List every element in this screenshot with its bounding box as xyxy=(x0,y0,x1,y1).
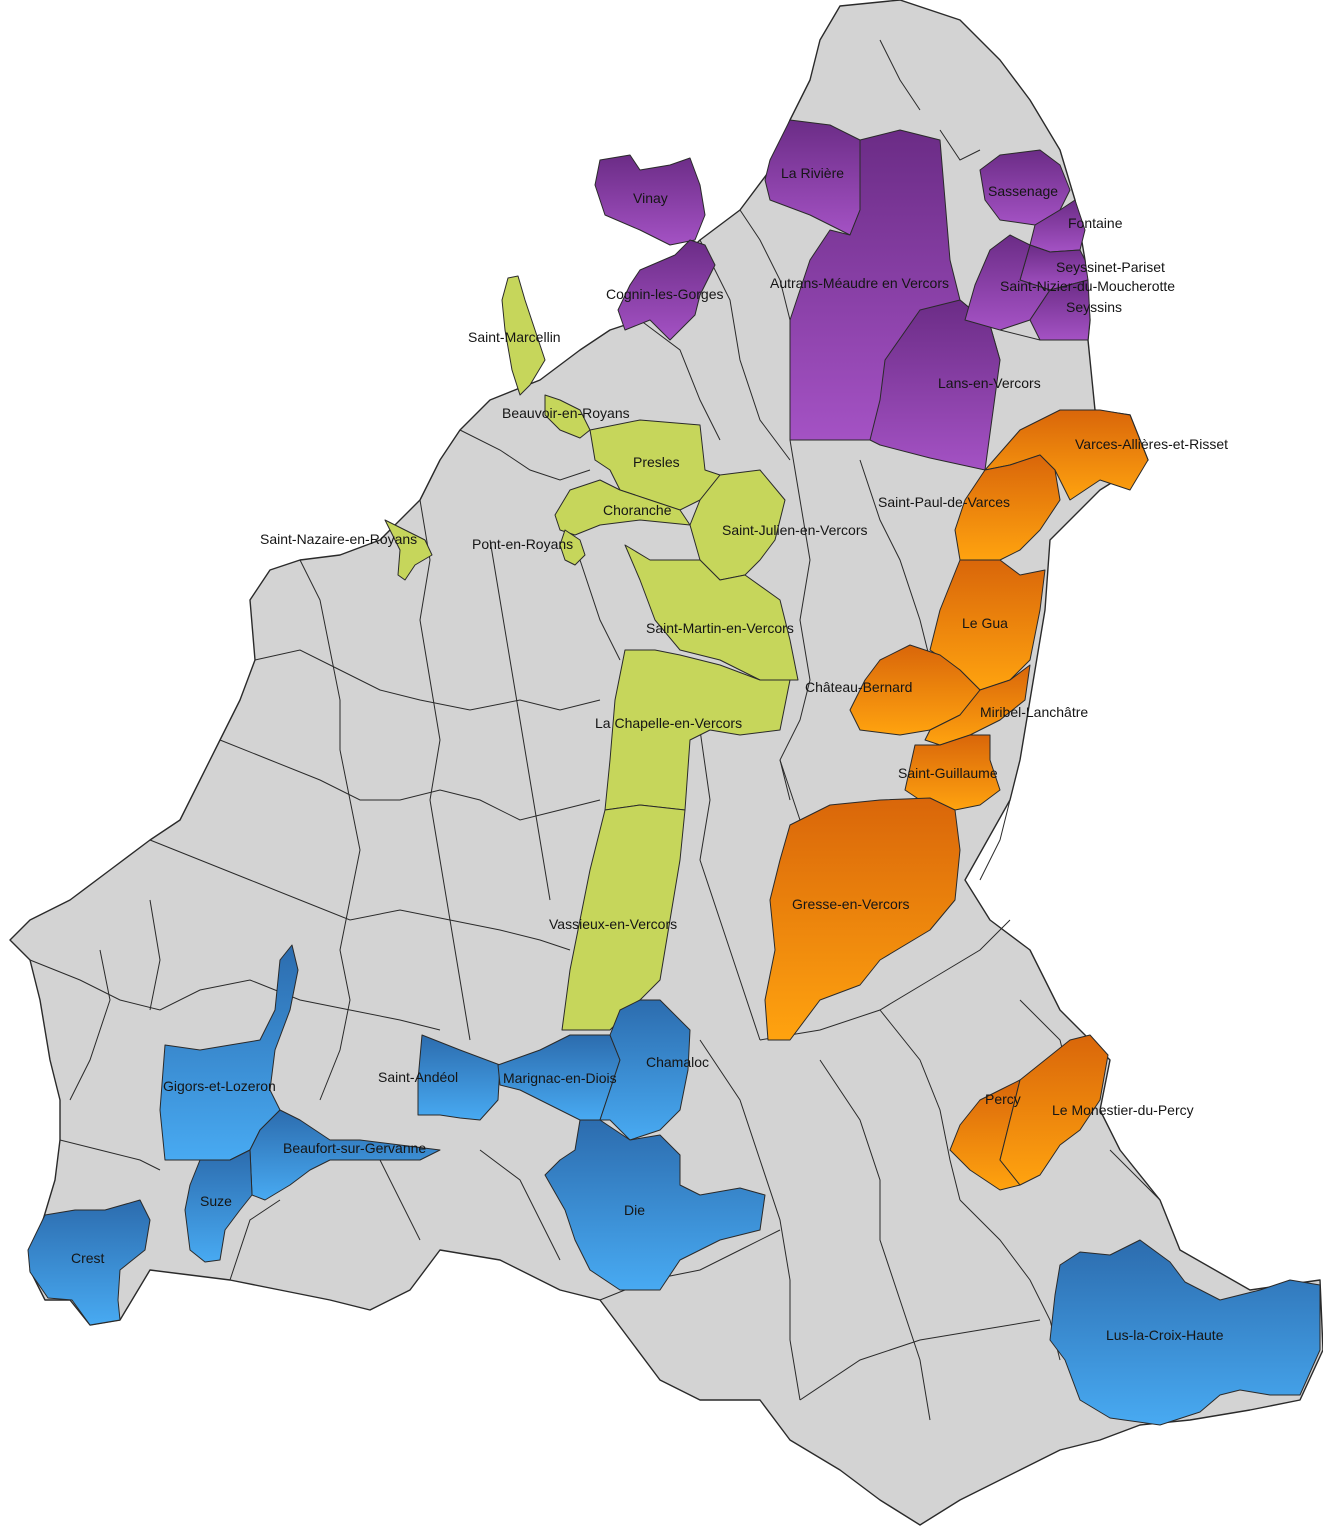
commune-vinay[interactable] xyxy=(594,154,706,246)
label-saint-nizier: Saint-Nizier-du-Moucherotte xyxy=(1000,278,1175,294)
label-fontaine: Fontaine xyxy=(1068,215,1123,231)
commune-saint-julien[interactable] xyxy=(689,469,786,581)
label-vassieux: Vassieux-en-Vercors xyxy=(549,916,677,932)
label-crest: Crest xyxy=(71,1250,105,1266)
commune-le-gua[interactable] xyxy=(929,559,1046,691)
commune-crest[interactable] xyxy=(27,1199,151,1326)
commune-die[interactable] xyxy=(544,1119,766,1291)
label-saint-julien: Saint-Julien-en-Vercors xyxy=(722,522,868,538)
label-miribel: Miribel-Lanchâtre xyxy=(980,704,1088,720)
label-suze: Suze xyxy=(200,1193,232,1209)
purple-group xyxy=(594,119,1091,471)
commune-suze[interactable] xyxy=(184,1149,253,1263)
commune-chamaloc[interactable] xyxy=(599,999,691,1141)
label-monestier: Le Monestier-du-Percy xyxy=(1052,1102,1194,1118)
label-gigors: Gigors-et-Lozeron xyxy=(163,1078,276,1094)
label-pont: Pont-en-Royans xyxy=(472,536,573,552)
label-saint-paul: Saint-Paul-de-Varces xyxy=(878,494,1010,510)
label-saint-nazaire: Saint-Nazaire-en-Royans xyxy=(260,531,417,547)
label-vinay: Vinay xyxy=(633,190,668,206)
commune-labels: Vinay La Rivière Cognin-les-Gorges Autra… xyxy=(71,165,1228,1343)
commune-saint-martin[interactable] xyxy=(624,544,799,681)
label-la-chapelle: La Chapelle-en-Vercors xyxy=(595,715,742,731)
commune-gresse[interactable] xyxy=(764,797,961,1041)
commune-saint-paul[interactable] xyxy=(954,454,1061,561)
label-beaufort: Beaufort-sur-Gervanne xyxy=(283,1140,426,1156)
label-lus: Lus-la-Croix-Haute xyxy=(1106,1327,1224,1343)
label-seyssins: Seyssins xyxy=(1066,299,1122,315)
commune-cognin[interactable] xyxy=(617,239,716,341)
orange-group xyxy=(764,409,1149,1191)
label-choranche: Choranche xyxy=(603,502,672,518)
label-autrans: Autrans-Méaudre en Vercors xyxy=(770,275,949,291)
label-la-riviere: La Rivière xyxy=(781,165,844,181)
commune-saint-marcellin[interactable] xyxy=(501,275,546,396)
commune-saint-andeol[interactable] xyxy=(417,1034,501,1121)
label-beauvoir: Beauvoir-en-Royans xyxy=(502,405,630,421)
commune-lus[interactable] xyxy=(1049,1239,1321,1426)
label-die: Die xyxy=(624,1202,645,1218)
label-saint-andeol: Saint-Andéol xyxy=(378,1069,458,1085)
label-saint-marcellin: Saint-Marcellin xyxy=(468,329,561,345)
blue-group xyxy=(27,944,1321,1426)
label-seyssinet: Seyssinet-Pariset xyxy=(1056,259,1165,275)
commune-le-monestier[interactable] xyxy=(999,1034,1109,1186)
commune-saint-guillaume[interactable] xyxy=(904,734,1001,811)
label-le-gua: Le Gua xyxy=(962,615,1008,631)
green-group xyxy=(384,275,799,1031)
commune-saint-nazaire[interactable] xyxy=(384,519,433,581)
label-saint-martin: Saint-Martin-en-Vercors xyxy=(646,620,794,636)
commune-pont[interactable] xyxy=(559,529,586,566)
label-gresse: Gresse-en-Vercors xyxy=(792,896,909,912)
label-saint-guillaume: Saint-Guillaume xyxy=(898,765,998,781)
label-lans: Lans-en-Vercors xyxy=(938,375,1041,391)
commune-la-chapelle[interactable] xyxy=(604,649,791,811)
commune-choranche[interactable] xyxy=(554,479,691,536)
label-marignac: Marignac-en-Diois xyxy=(503,1070,617,1086)
grey-commune-boundaries xyxy=(29,39,1161,1421)
label-chamaloc: Chamaloc xyxy=(646,1054,709,1070)
commune-seyssins[interactable] xyxy=(1029,279,1091,341)
label-sassenage: Sassenage xyxy=(988,183,1058,199)
commune-beauvoir[interactable] xyxy=(544,394,591,439)
label-chateau-bernard: Château-Bernard xyxy=(805,679,912,695)
label-cognin: Cognin-les-Gorges xyxy=(606,286,724,302)
label-presles: Presles xyxy=(633,454,680,470)
commune-beaufort[interactable] xyxy=(249,1109,441,1201)
commune-sassenage[interactable] xyxy=(979,149,1071,226)
label-varces: Varces-Allières-et-Risset xyxy=(1075,436,1228,452)
label-percy: Percy xyxy=(985,1091,1021,1107)
commune-miribel[interactable] xyxy=(924,664,1031,746)
commune-presles[interactable] xyxy=(589,419,721,511)
